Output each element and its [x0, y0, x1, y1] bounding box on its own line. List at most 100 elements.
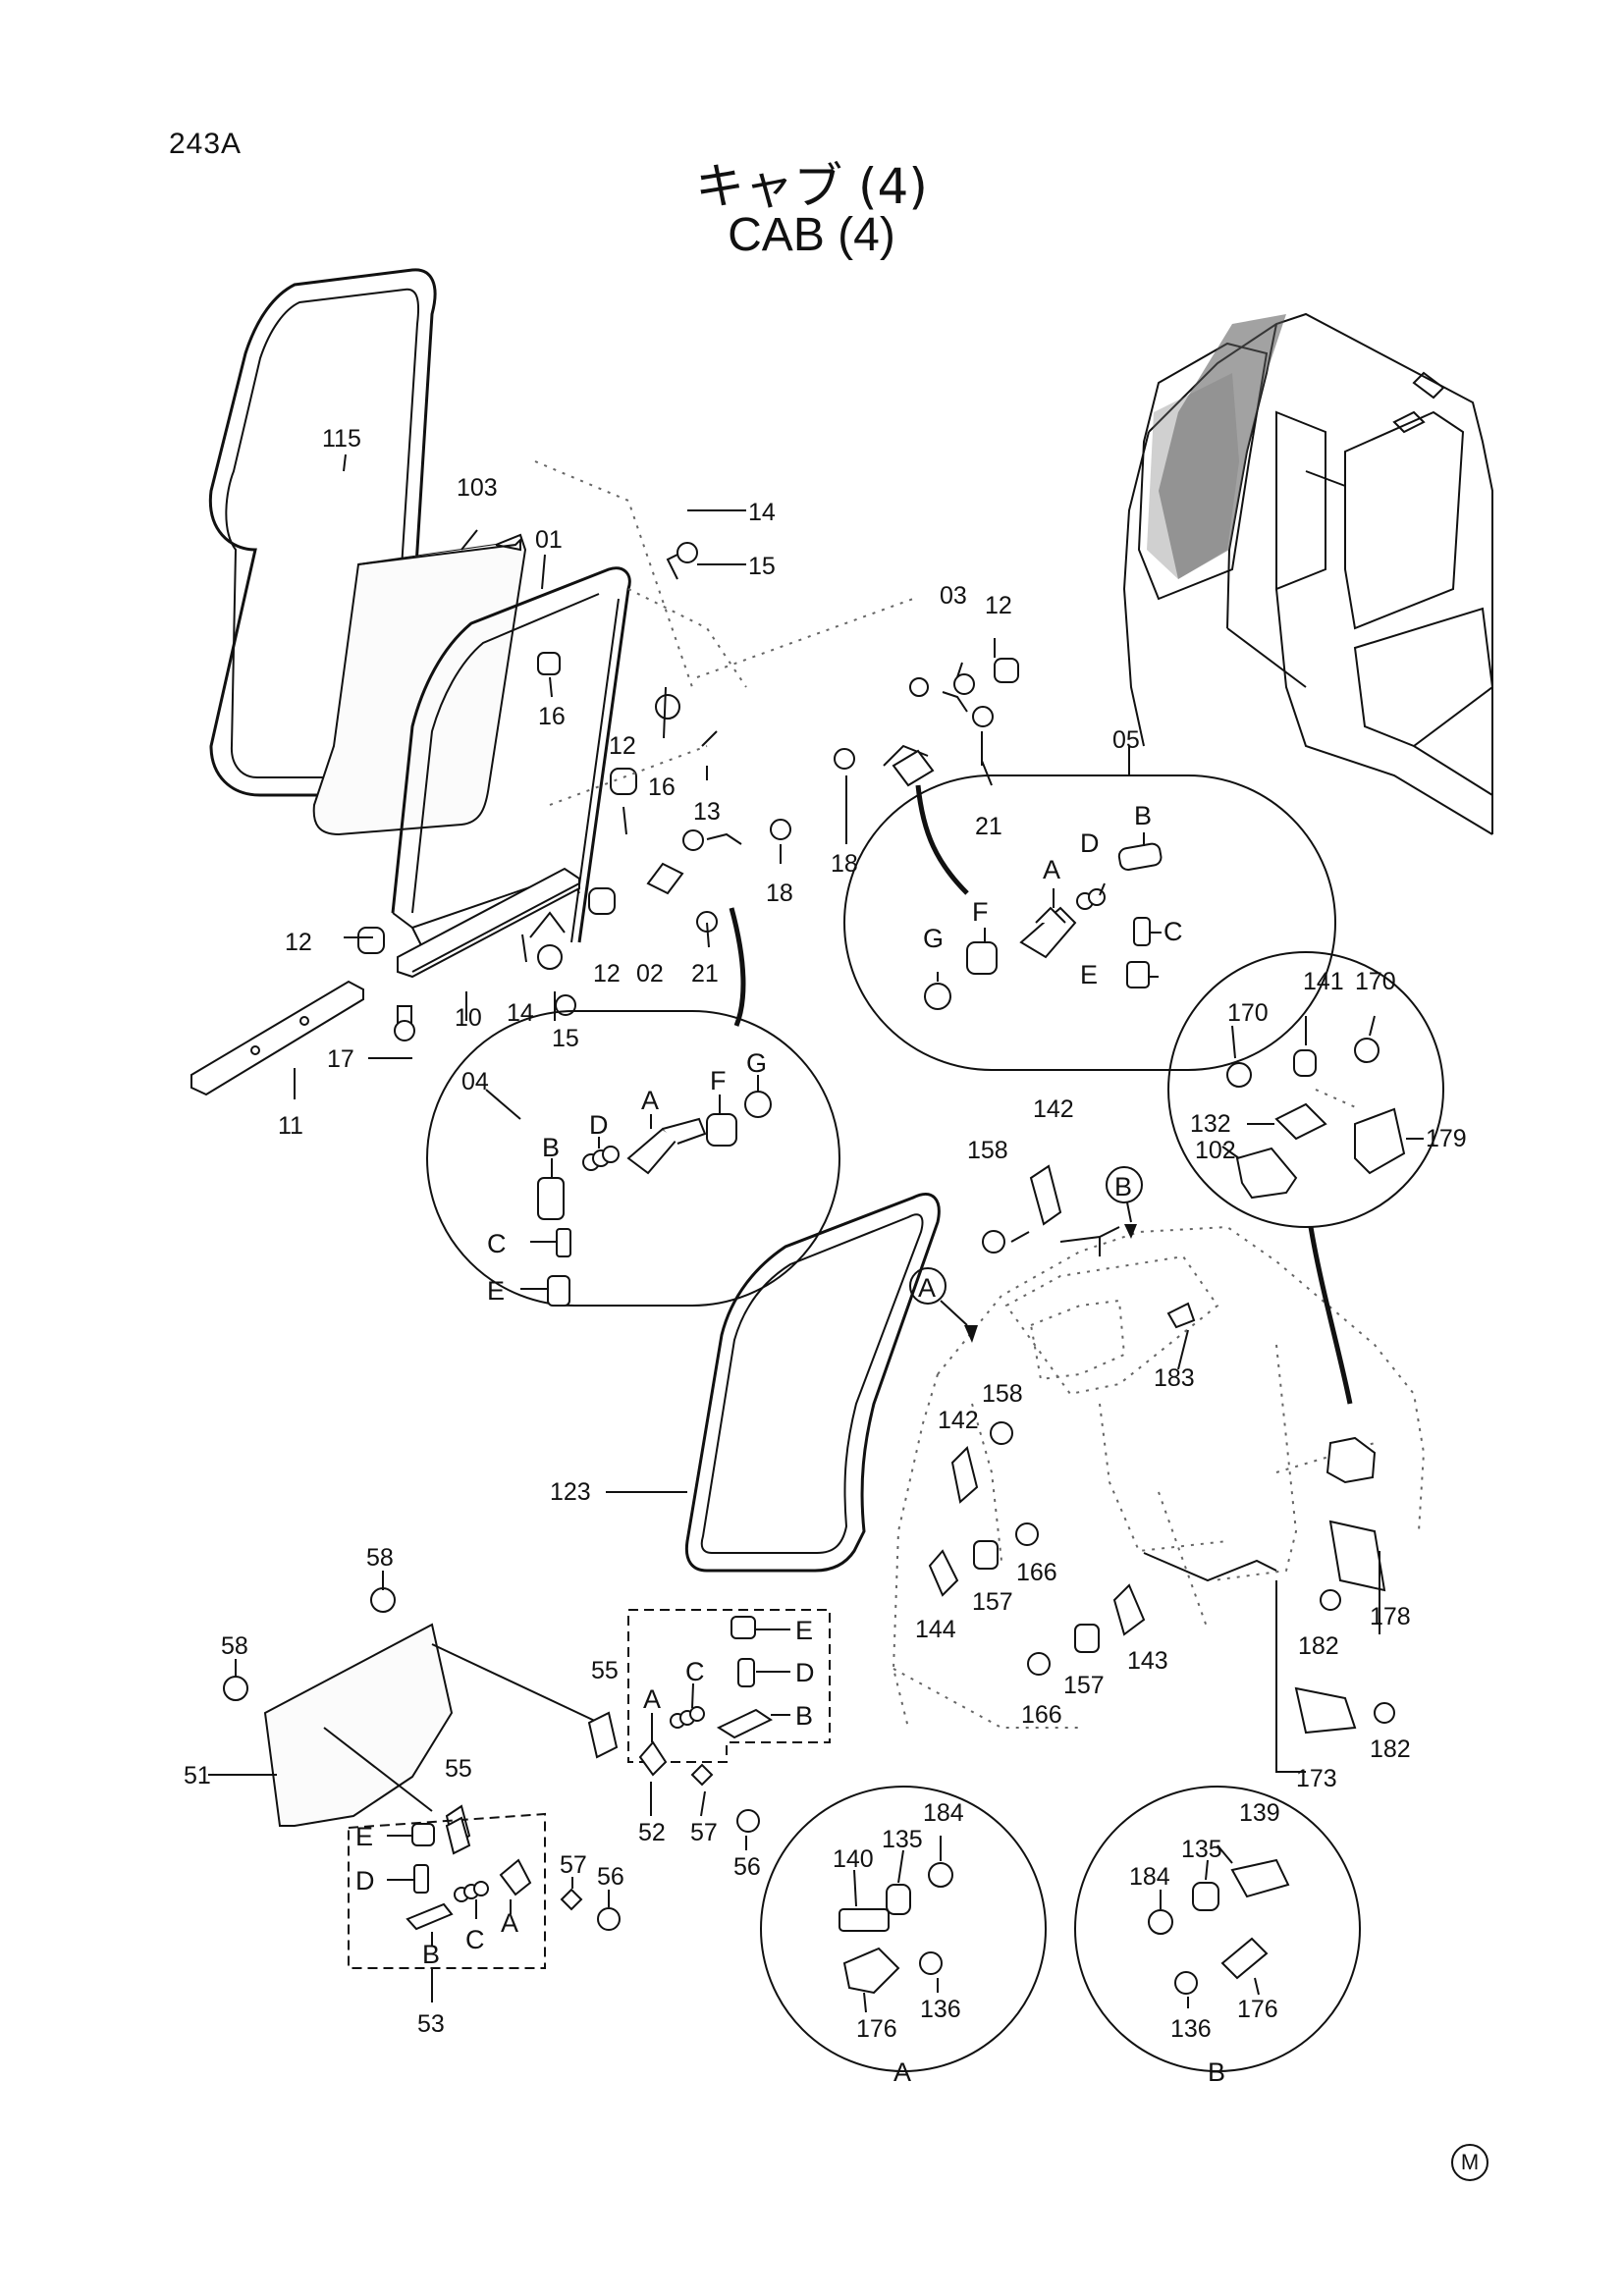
detail-hinge-assembly	[1167, 951, 1444, 1405]
label-b-176: 176	[1237, 1996, 1278, 2023]
label-102: 102	[1195, 1137, 1236, 1164]
label-04-c: C	[487, 1229, 507, 1258]
label-183: 183	[1154, 1364, 1195, 1392]
label-15-lower: 15	[552, 1025, 579, 1052]
label-143: 143	[1127, 1647, 1168, 1675]
label-166-upper: 166	[1016, 1559, 1057, 1586]
label-57-lower: 57	[560, 1851, 587, 1879]
label-01: 01	[535, 526, 563, 554]
label-kit-u-a: A	[643, 1684, 661, 1714]
label-05-c: C	[1163, 917, 1183, 946]
label-58-top: 58	[366, 1544, 394, 1572]
label-12-top: 12	[985, 592, 1012, 619]
label-18-lower: 18	[766, 880, 793, 907]
label-12-left: 12	[285, 929, 312, 956]
label-132: 132	[1190, 1110, 1231, 1138]
label-158-lower: 158	[982, 1380, 1023, 1408]
small-hardware	[357, 542, 1019, 1041]
label-a-135: 135	[882, 1826, 923, 1853]
label-21-right: 21	[975, 813, 1002, 840]
label-04-a: A	[641, 1086, 659, 1115]
label-04-d: D	[589, 1110, 609, 1140]
label-55-lower: 55	[445, 1755, 472, 1783]
title-english: CAB (4)	[728, 209, 895, 261]
label-kit-l-e: E	[355, 1822, 373, 1851]
label-05-b: B	[1134, 801, 1152, 830]
callout-05	[843, 746, 1336, 1071]
label-142-lower: 142	[938, 1407, 979, 1434]
label-04-e: E	[487, 1276, 505, 1306]
hinge-kit-upper	[627, 1609, 831, 1850]
hinge-kit-lower-53	[348, 1812, 621, 2002]
label-16-left: 16	[538, 703, 566, 730]
page-number: 243A	[169, 128, 243, 160]
label-58-left: 58	[221, 1632, 248, 1660]
label-15-upper: 15	[748, 553, 776, 580]
label-123: 123	[550, 1478, 591, 1506]
label-157-lower: 157	[1063, 1672, 1105, 1699]
part-51-glass	[208, 1571, 619, 1847]
label-kit-u-b: B	[795, 1701, 813, 1731]
part-labels: 115 103 01 14 15 16 12 16 13 03 12 21 18…	[184, 425, 1467, 2087]
detail-circle-b	[1074, 1786, 1361, 2072]
label-03: 03	[940, 582, 967, 610]
label-05-a: A	[1043, 855, 1060, 884]
label-182-upper: 182	[1298, 1632, 1339, 1660]
label-170-left: 170	[1227, 999, 1269, 1027]
label-b-135: 135	[1181, 1836, 1222, 1863]
label-05-g: G	[923, 924, 944, 953]
label-142-upper: 142	[1033, 1095, 1074, 1123]
label-56-upper: 56	[733, 1853, 761, 1881]
label-kit-l-c: C	[465, 1925, 485, 1954]
label-kit-u-e: E	[795, 1616, 813, 1645]
label-158-upper: 158	[967, 1137, 1008, 1164]
label-166-lower: 166	[1021, 1701, 1062, 1729]
label-157-upper: 157	[972, 1588, 1013, 1616]
label-14-upper: 14	[748, 499, 776, 526]
label-53: 53	[417, 2010, 445, 2038]
label-12-mid: 12	[609, 732, 636, 760]
label-18: 18	[831, 850, 858, 878]
label-182-lower: 182	[1370, 1735, 1411, 1763]
label-kit-l-a: A	[501, 1908, 518, 1938]
part-123-weatherstrip	[606, 1192, 941, 1573]
label-b-184: 184	[1129, 1863, 1170, 1891]
part-103-glass	[312, 533, 527, 836]
label-51: 51	[184, 1762, 211, 1789]
label-b-136: 136	[1170, 2015, 1212, 2043]
label-10: 10	[455, 1004, 482, 1032]
label-02: 02	[636, 960, 664, 988]
cab-components	[928, 1164, 1395, 1773]
label-04-f: F	[710, 1066, 727, 1095]
label-14-lower: 14	[507, 999, 534, 1027]
label-04-b: B	[542, 1133, 560, 1162]
label-16-right: 16	[648, 774, 676, 801]
label-141: 141	[1303, 968, 1344, 995]
part-11-rail	[190, 980, 364, 1096]
title-japanese: キャブ (4)	[695, 158, 928, 215]
label-kit-u-d: D	[795, 1658, 815, 1687]
label-55-upper: 55	[591, 1657, 619, 1684]
label-52: 52	[638, 1819, 666, 1846]
label-b-139: 139	[1239, 1799, 1280, 1827]
label-kit-u-c: C	[685, 1657, 705, 1686]
label-13: 13	[693, 798, 721, 826]
label-05: 05	[1112, 726, 1140, 754]
label-a-140: 140	[833, 1845, 874, 1873]
cab-overview	[1122, 312, 1494, 835]
label-173: 173	[1296, 1765, 1337, 1792]
label-05-d: D	[1080, 828, 1100, 858]
part-10-rail	[397, 867, 580, 979]
leader-lines-upper	[294, 454, 996, 1099]
label-a-184: 184	[923, 1799, 964, 1827]
callout-04	[426, 907, 840, 1307]
reference-markers	[909, 1166, 1143, 1343]
label-kit-l-b: B	[422, 1940, 440, 1969]
label-57-upper: 57	[690, 1819, 718, 1846]
label-21-left: 21	[691, 960, 719, 988]
label-a-176: 176	[856, 2015, 897, 2043]
label-56-lower: 56	[597, 1863, 624, 1891]
label-kit-l-d: D	[355, 1866, 375, 1896]
